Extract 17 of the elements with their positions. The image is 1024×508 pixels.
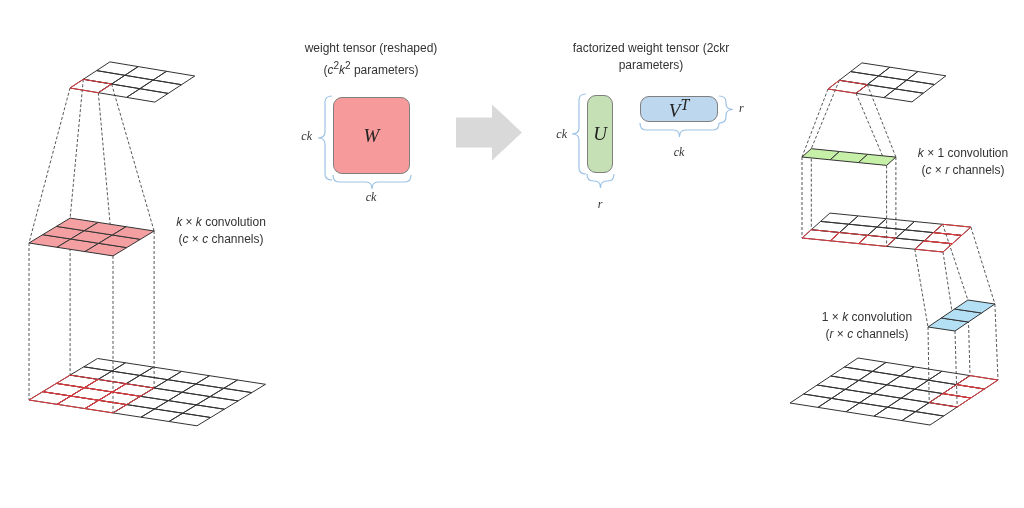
- dimension-label: r: [596, 196, 604, 213]
- layer-label: 1 × k convolution (r × c channels): [820, 309, 914, 343]
- layer-label: k × k convolution (c × c channels): [175, 214, 267, 248]
- dimension-label: ck: [300, 128, 312, 145]
- heading: weight tensor (reshaped) (c$^{2}$k$^{2}$ parameters): [303, 40, 439, 79]
- matrix-box: [587, 95, 613, 173]
- dimension-label: r: [739, 100, 745, 117]
- dimension-label: ck: [364, 189, 378, 206]
- matrix-box: [333, 97, 410, 174]
- layer-label: k × 1 convolution (c × r channels): [916, 145, 1010, 179]
- dimension-label: ck: [555, 126, 567, 143]
- dimension-label: ck: [672, 144, 686, 161]
- matrix-symbol: W: [363, 124, 380, 147]
- matrix-box: [640, 96, 718, 122]
- heading: factorized weight tensor (2ckr parameters): [571, 40, 731, 74]
- matrix-symbol: V$^{T}$: [668, 95, 690, 123]
- matrix-symbol: U: [593, 123, 607, 145]
